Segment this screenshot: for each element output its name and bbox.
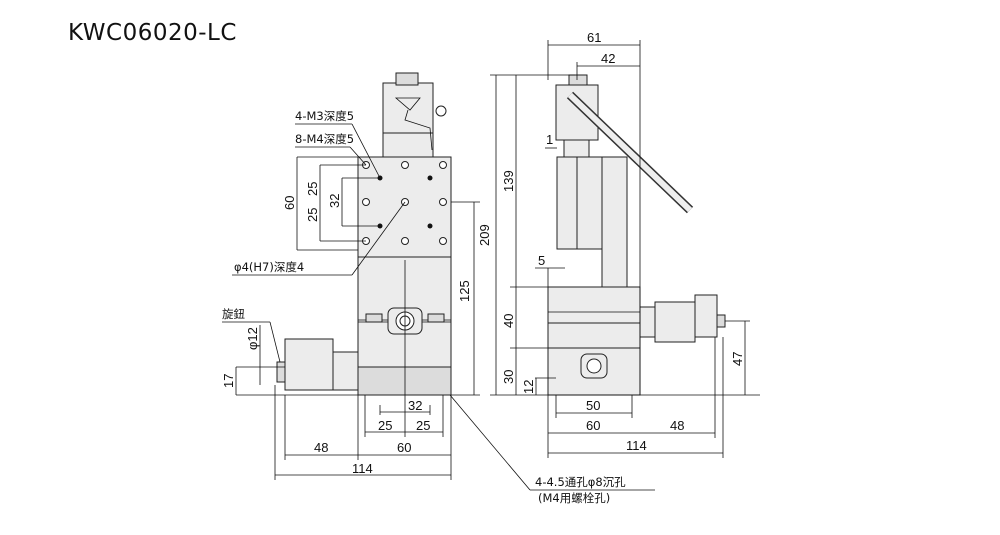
bolt-hole-callout: (M4用螺栓孔)	[538, 491, 610, 505]
dim-top-25b: 25	[305, 208, 320, 222]
dim-bot-25b: 25	[416, 418, 430, 433]
dim-12: 12	[521, 380, 536, 394]
side-motor	[284, 338, 334, 391]
model-title: KWC06020-LC	[68, 20, 237, 46]
knob	[276, 361, 286, 383]
dim-48: 48	[314, 440, 328, 455]
dim-top-25a: 25	[305, 182, 320, 196]
dim-30: 30	[501, 370, 516, 384]
dim-40: 40	[501, 314, 516, 328]
dim-knob-diameter: φ12	[245, 327, 260, 350]
dim-top-32: 32	[327, 194, 342, 208]
motor-cable	[394, 97, 433, 151]
motor-coupling	[382, 132, 434, 158]
motor-knob-icon	[435, 105, 447, 117]
dim-50: 50	[586, 398, 600, 413]
knob-callout: 旋鈕	[222, 307, 245, 321]
dim-gap-1: 1	[546, 132, 553, 147]
m4-callout: 8-M4深度5	[295, 132, 354, 146]
dim-side-114: 114	[626, 438, 647, 453]
dim-knob-17: 17	[221, 374, 236, 388]
dim-42: 42	[601, 51, 615, 66]
dim-125: 125	[457, 280, 472, 302]
dim-114: 114	[352, 461, 373, 476]
side-y-stage	[547, 286, 641, 324]
dim-gap-5: 5	[538, 253, 545, 268]
through-hole-callout: 4-4.5通孔φ8沉孔	[535, 475, 626, 489]
side-motor	[654, 301, 696, 343]
dim-bot-32: 32	[408, 398, 422, 413]
side-column	[601, 156, 628, 288]
pin-callout: φ4(H7)深度4	[234, 260, 304, 274]
dim-top-60: 60	[282, 196, 297, 210]
dim-side-60: 60	[586, 418, 600, 433]
top-motor-cap	[395, 72, 419, 86]
side-view: 61 42 139 1 5 40 30 12 47 50 60 48 114	[490, 30, 760, 458]
dim-60: 60	[397, 440, 411, 455]
front-dimension-lines	[222, 123, 655, 491]
m3-callout: 4-M3深度5	[295, 109, 354, 123]
base-plate	[357, 366, 452, 396]
dim-139: 139	[501, 170, 516, 192]
dim-209: 209	[477, 224, 492, 246]
front-view: 4-M3深度5 8-M4深度5 φ4(H7)深度4 旋鈕 4-4.5通孔φ8沉孔…	[221, 72, 655, 505]
dim-61: 61	[587, 30, 601, 45]
dim-side-48: 48	[670, 418, 684, 433]
side-dimension-lines	[490, 40, 760, 458]
dim-bot-25a: 25	[378, 418, 392, 433]
dim-47: 47	[730, 352, 745, 366]
